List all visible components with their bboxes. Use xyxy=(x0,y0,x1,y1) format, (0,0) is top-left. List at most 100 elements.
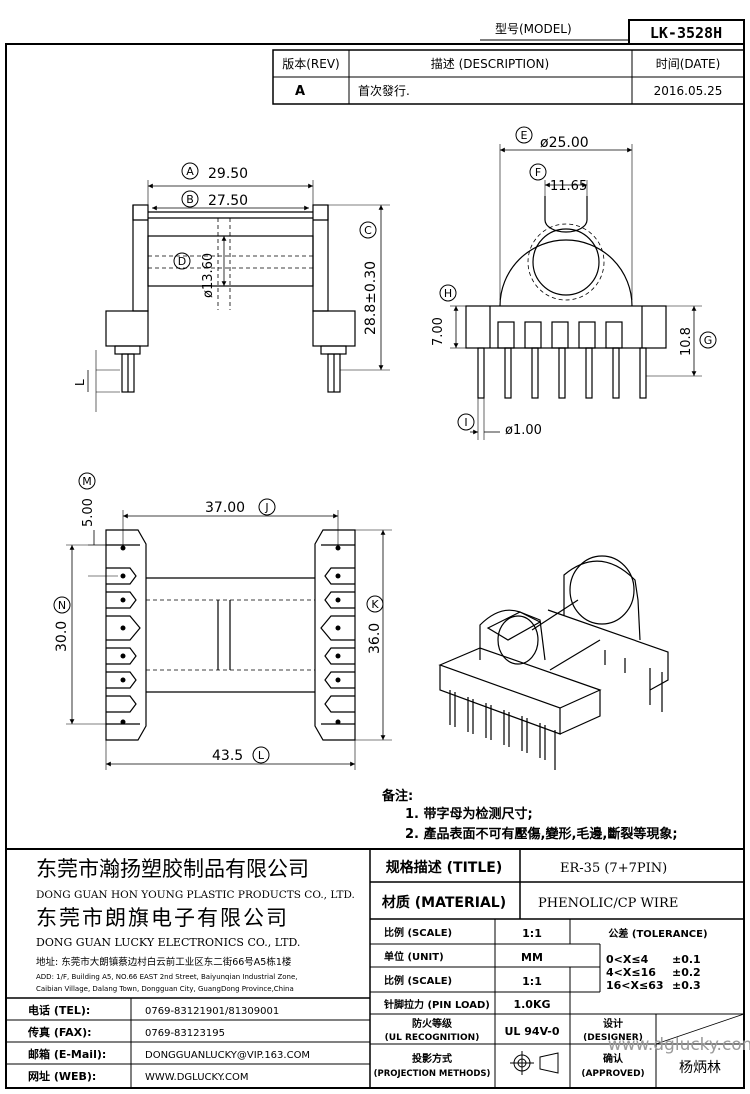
projection-label-cn: 投影方式 xyxy=(412,1052,452,1065)
fax-label: 传真 (FAX): xyxy=(27,1025,92,1039)
designer-label-cn: 设计 xyxy=(603,1017,623,1030)
label-C: C xyxy=(364,224,372,237)
note-1: 1. 带字母为检测尺寸; xyxy=(405,806,533,822)
designer-label-en: (DESIGNER) xyxy=(583,1033,643,1043)
email-label: 邮箱 (E-Mail): xyxy=(28,1047,106,1061)
dim-Lb-value: 43.5 xyxy=(212,748,243,764)
dim-A-value: 29.50 xyxy=(208,166,248,182)
model-label: 型号(MODEL) xyxy=(495,22,572,36)
top-view-pins xyxy=(120,545,341,725)
web-label: 网址 (WEB): xyxy=(28,1069,96,1083)
dim-C-value: 28.8±0.30 xyxy=(363,261,379,335)
label-G: G xyxy=(704,334,713,347)
model-value: LK-3528H xyxy=(650,24,722,42)
label-B: B xyxy=(186,193,194,206)
unit-value: MM xyxy=(521,951,543,964)
label-K: K xyxy=(371,598,379,611)
label-D: D xyxy=(178,255,186,268)
dim-E-value: ø25.00 xyxy=(540,135,589,151)
label-Lb: L xyxy=(258,749,265,762)
revision-table: 版本(REV) 描述 (DESCRIPTION) 时间(DATE) A 首次發行… xyxy=(272,49,745,105)
company2-name-en: DONG GUAN LUCKY ELECTRONICS CO., LTD. xyxy=(36,936,300,949)
label-F: F xyxy=(535,166,541,179)
material-label: 材质 (MATERIAL) xyxy=(382,894,506,911)
rev-header: 版本(REV) xyxy=(282,57,340,71)
isometric-view xyxy=(438,555,669,770)
company-address-en-1: ADD: 1/F, Building A5, NO.66 EAST 2nd St… xyxy=(36,973,298,981)
projection-label-en: (PROJECTION METHODS) xyxy=(374,1069,491,1079)
model-box xyxy=(628,19,745,45)
unit-label: 单位 (UNIT) xyxy=(384,950,444,963)
front-view-labels: A 29.50 B 27.50 D ø13.60 C 28.8±0.30 L xyxy=(73,162,379,386)
company-address-cn: 地址: 东莞市大朗镇蔡边村白云前工业区东二街66号A5栋1楼 xyxy=(36,956,292,968)
tol3-range: 16<X≤63 xyxy=(606,979,664,992)
side-view-labels: E ø25.00 F 11.65 H 7.00 G 10.8 I ø1.00 xyxy=(431,126,717,438)
label-I: I xyxy=(464,416,467,429)
desc-value: 首次發行. xyxy=(358,83,410,98)
ul-value: UL 94V-0 xyxy=(504,1025,559,1038)
tel-label: 电话 (TEL): xyxy=(28,1003,90,1017)
tol1-range: 0<X≤4 xyxy=(606,953,649,966)
tol2-range: 4<X≤16 xyxy=(606,966,656,979)
tel-value: 0769-83121901/81309001 xyxy=(145,1006,279,1017)
tolerance-label: 公差 (TOLERANCE) xyxy=(608,927,707,940)
material-value: PHENOLIC/CP WIRE xyxy=(538,896,678,911)
projection-symbol-icon xyxy=(510,1051,559,1075)
dim-N-value: 30.0 xyxy=(54,621,70,652)
rev-value: A xyxy=(295,84,305,99)
dim-J-value: 37.00 xyxy=(205,500,245,516)
title-label: 规格描述 (TITLE) xyxy=(386,859,502,876)
date-value: 2016.05.25 xyxy=(654,84,723,98)
label-L: L xyxy=(73,379,87,386)
title-value: ER-35 (7+7PIN) xyxy=(560,861,667,876)
tol3-value: ±0.3 xyxy=(672,979,701,992)
tol2-value: ±0.2 xyxy=(672,966,701,979)
model-block: 型号(MODEL) LK-3528H xyxy=(480,19,745,45)
ul-label-en: (UL RECOGNITION) xyxy=(385,1033,480,1043)
scale-label: 比例 (SCALE) xyxy=(384,926,452,939)
note-2: 2. 產品表面不可有壓傷,變形,毛邊,斷裂等現象; xyxy=(405,826,678,842)
dim-I-value: ø1.00 xyxy=(505,423,542,438)
side-view xyxy=(450,144,702,440)
approver-name: 杨炳林 xyxy=(679,1060,721,1076)
top-view xyxy=(66,510,392,770)
dim-B-value: 27.50 xyxy=(208,193,248,209)
dim-K-value: 36.0 xyxy=(367,623,383,654)
dim-G-value: 10.8 xyxy=(679,327,694,356)
company1-name-en: DONG GUAN HON YOUNG PLASTIC PRODUCTS CO.… xyxy=(36,889,355,901)
dim-D-value: ø13.60 xyxy=(201,253,216,298)
company-address-en-2: Caibian Village, Dalang Town, Dongguan C… xyxy=(36,985,294,993)
notes-title: 备注: xyxy=(381,788,413,804)
scale2-label: 比例 (SCALE) xyxy=(384,974,452,987)
label-E: E xyxy=(521,129,528,142)
title-block: 东莞市瀚扬塑胶制品有限公司 DONG GUAN HON YOUNG PLASTI… xyxy=(5,848,750,1089)
date-header: 时间(DATE) xyxy=(656,57,721,71)
company2-name-cn: 东莞市朗旗电子有限公司 xyxy=(36,906,289,930)
label-A: A xyxy=(186,165,194,178)
notes: 备注: 1. 带字母为检测尺寸; 2. 產品表面不可有壓傷,變形,毛邊,斷裂等現… xyxy=(381,788,678,842)
label-M: M xyxy=(82,475,92,488)
pin-load-label: 针脚拉力 (PIN LOAD) xyxy=(384,998,490,1011)
label-H: H xyxy=(444,287,452,300)
label-N: N xyxy=(58,599,66,612)
scale2-value: 1:1 xyxy=(522,975,542,988)
top-view-labels: M 5.00 37.00 J N 30.0 K 36.0 43.5 L xyxy=(53,472,384,764)
dim-F-value: 11.65 xyxy=(550,179,587,194)
scale-value: 1:1 xyxy=(522,927,542,940)
approved-label-en: (APPROVED) xyxy=(581,1069,644,1079)
watermark: www.dglucky.com xyxy=(608,1035,750,1055)
label-J: J xyxy=(264,501,268,514)
dim-H-value: 7.00 xyxy=(431,317,446,346)
web-value: WWW.DGLUCKY.COM xyxy=(145,1072,248,1083)
front-view xyxy=(87,180,390,412)
tol1-value: ±0.1 xyxy=(672,953,701,966)
approved-label-cn: 确认 xyxy=(603,1052,624,1065)
company1-name-cn: 东莞市瀚扬塑胶制品有限公司 xyxy=(36,857,309,881)
pin-load-value: 1.0KG xyxy=(513,998,550,1011)
dim-M-value: 5.00 xyxy=(81,498,96,527)
desc-header: 描述 (DESCRIPTION) xyxy=(431,57,549,71)
email-value: DONGGUANLUCKY@VIP.163.COM xyxy=(145,1050,310,1061)
fax-value: 0769-83123195 xyxy=(145,1028,225,1039)
ul-label-cn: 防火等级 xyxy=(412,1017,453,1030)
